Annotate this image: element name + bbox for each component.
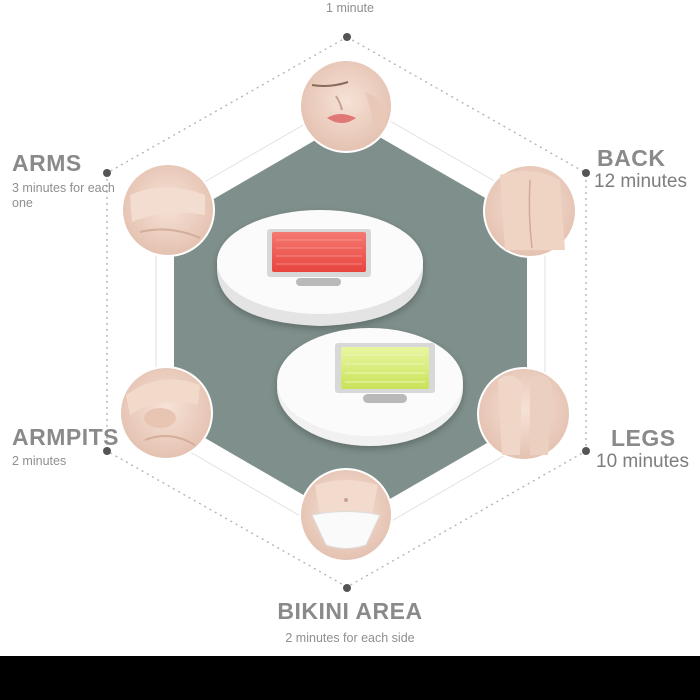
red-lamp-cartridge <box>217 210 423 326</box>
bikini-photo <box>299 468 393 562</box>
legs-photo <box>477 367 571 461</box>
armpit-photo <box>119 366 213 460</box>
yellow-lamp-cartridge <box>277 328 463 446</box>
legs-time-label: 10 minutes <box>596 451 689 472</box>
face-photo <box>299 59 393 153</box>
bottom-black-bar <box>0 656 700 700</box>
face-time-label: 1 minute <box>326 1 374 15</box>
vertex-dots <box>103 33 590 592</box>
back-time-label: 12 minutes <box>594 171 687 192</box>
infographic-graphic <box>103 33 590 592</box>
arm-photo <box>121 163 215 257</box>
treatment-time-infographic: 1 minute ARMS 3 minutes for each one BAC… <box>12 1 689 645</box>
legs-title: LEGS <box>611 425 676 451</box>
bikini-title: BIKINI AREA <box>277 598 423 624</box>
back-title: BACK <box>597 145 666 171</box>
arms-time-label: 3 minutes for each one <box>12 181 115 210</box>
arms-title: ARMS <box>12 150 82 176</box>
armpits-time-label: 2 minutes <box>12 454 67 468</box>
back-photo <box>483 164 577 258</box>
armpits-title: ARMPITS <box>12 424 119 450</box>
bikini-time-label: 2 minutes for each side <box>285 631 415 645</box>
